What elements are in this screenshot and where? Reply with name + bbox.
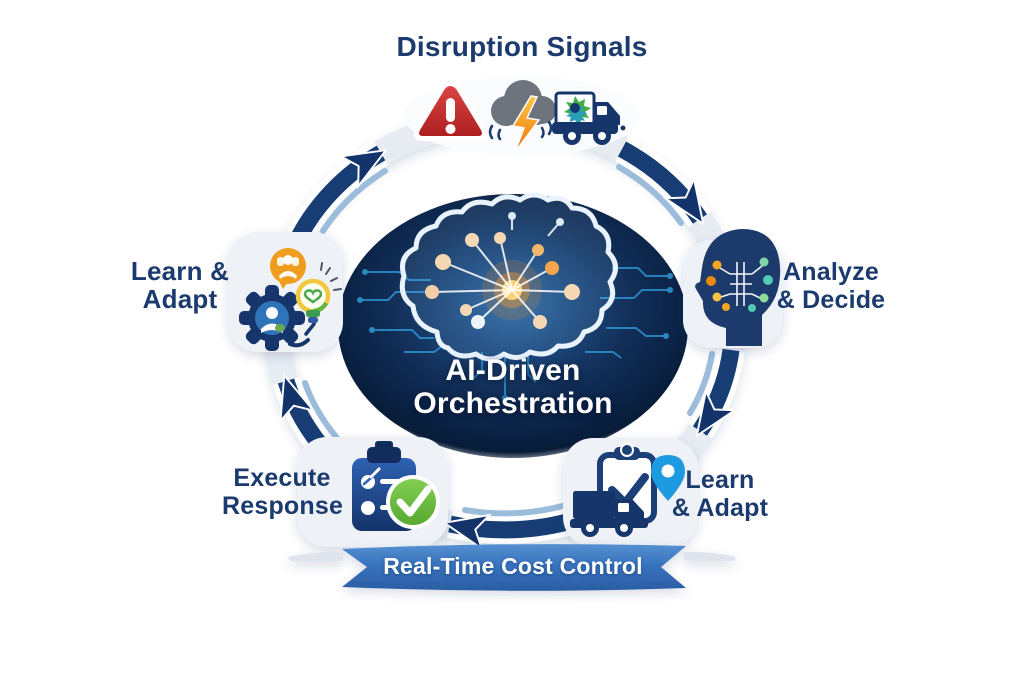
person-badge-icon xyxy=(270,248,306,289)
execute-icons xyxy=(352,441,440,531)
analyze-decide-line2: & Decide xyxy=(776,286,886,314)
execute-response-line1: Execute xyxy=(233,464,331,492)
learn-adapt-right-line2: & Adapt xyxy=(671,494,769,522)
center-title-line2: Orchestration xyxy=(413,387,613,420)
delivery-truck-icon xyxy=(570,491,648,537)
cost-control-banner xyxy=(288,544,736,591)
head-circuit-icon xyxy=(695,229,781,346)
ai-brain-circuit-icon xyxy=(399,192,618,362)
arrow-analyze-to-learn xyxy=(692,348,740,431)
learn-adapt-left-label: Learn & Adapt xyxy=(130,256,230,314)
storm-cloud-lightning-icon xyxy=(488,80,556,153)
green-check-icon xyxy=(386,475,440,529)
monitor-icons xyxy=(570,443,685,537)
idea-lightbulb-icon xyxy=(295,262,342,323)
arrow-disruption-to-analyze xyxy=(617,141,708,219)
disrupted-truck-icon xyxy=(552,91,626,145)
ribbon-tail-left xyxy=(288,552,343,562)
center-ai-oval xyxy=(338,192,688,458)
learn-icons xyxy=(239,248,342,351)
clipboard-check-icon xyxy=(597,443,657,524)
center-title: AI-Driven Orchestration xyxy=(383,354,643,420)
analyze-decide-line1: Analyze xyxy=(783,258,879,286)
disruption-icons xyxy=(413,80,626,153)
disruption-signals-label: Disruption Signals xyxy=(396,31,648,62)
hazard-burst xyxy=(564,96,591,125)
execute-response-line2: Response xyxy=(222,492,344,520)
warning-triangle-icon xyxy=(413,80,488,141)
cost-control-banner-label: Real-Time Cost Control xyxy=(383,553,643,579)
motion-marks xyxy=(488,120,553,141)
sparkle-rays xyxy=(320,262,342,291)
analyze-decide-label: Analyze & Decide xyxy=(774,258,888,314)
location-pin-icon xyxy=(651,455,685,501)
ribbon-tail-right xyxy=(684,551,736,562)
learn-adapt-right-line1: Learn xyxy=(685,466,755,494)
center-title-line1: AI-Driven xyxy=(445,354,581,387)
execute-response-label: Execute Response xyxy=(222,464,344,520)
gear-person-icon xyxy=(239,285,316,351)
learn-adapt-right-label: Learn & Adapt xyxy=(668,466,772,522)
